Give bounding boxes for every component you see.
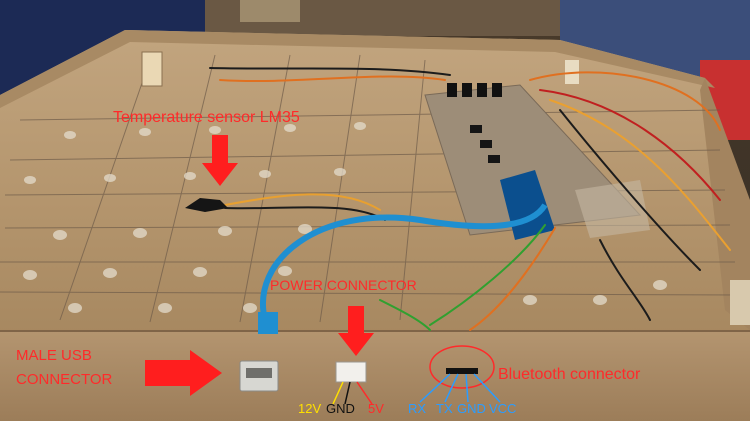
power-pin-5v-label: 5V [368,401,384,416]
usb-cable [258,203,548,334]
wires [209,67,731,331]
bluetooth-pin-rx-label: RX [408,401,427,416]
bluetooth-pin-vcc-label: VCC [489,401,517,416]
annotation-arrows [145,135,374,396]
arrow-down-power-icon [338,306,374,356]
bluetooth-pin-tx-label: TX [436,401,453,416]
male-usb-label-line1: MALE USB [16,347,92,364]
power-pin-12v-label: 12V [298,401,322,416]
wooden-board [0,30,750,421]
power-connector [332,361,373,405]
arrow-down-sensor-icon [202,135,238,186]
arrow-right-usb-icon [145,350,222,396]
temperature-sensor [185,198,228,212]
bluetooth-pin-gnd-label: GND [457,401,486,416]
temperature-sensor-label: Temperature sensor LM35 [113,109,300,126]
led-pads [23,122,667,313]
usb-connector [239,360,279,392]
male-usb-label-line2: CONNECTOR [16,371,113,388]
power-connector-label: POWER CONNECTOR [270,277,417,293]
bluetooth-connector-label: Bluetooth connector [498,366,641,383]
bluetooth-connector [419,345,501,403]
power-pin-gnd-label: GND [326,401,355,416]
